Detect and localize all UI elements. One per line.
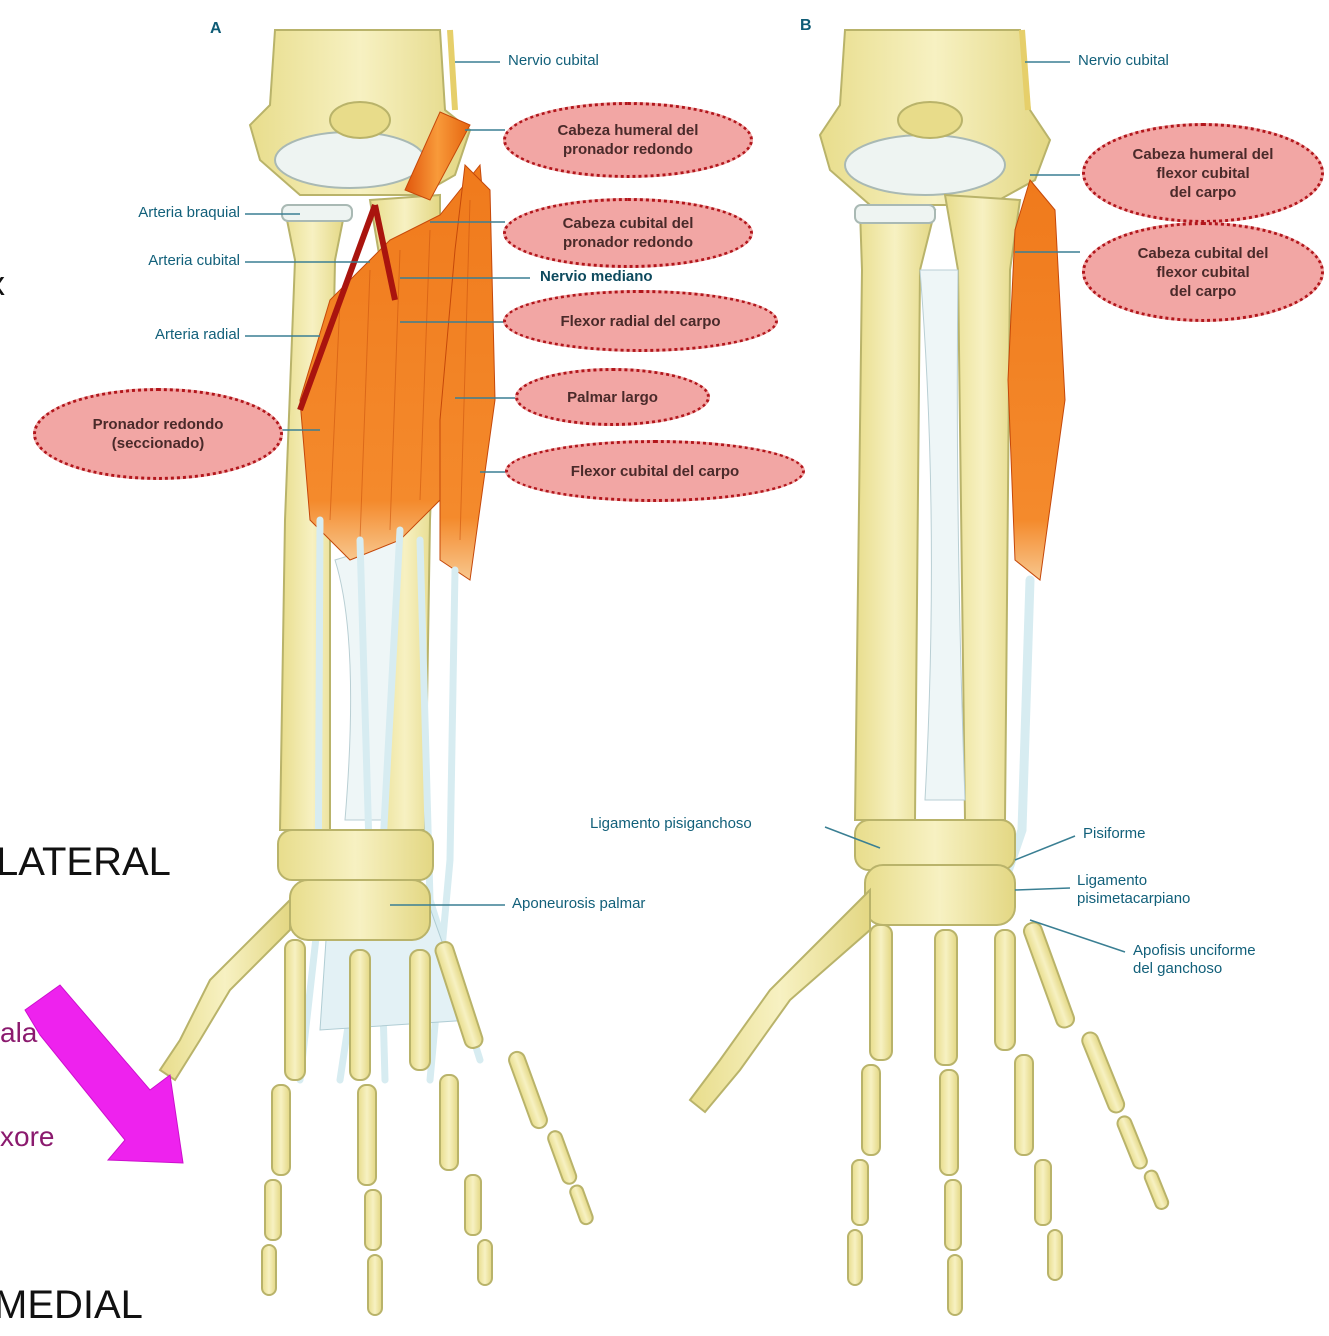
label-aponeurosis-palmar: Aponeurosis palmar <box>512 895 646 912</box>
oval-flexor-cubital-carpo: Flexor cubital del carpo <box>505 440 805 502</box>
oval-cabeza-cubital-pronador: Cabeza cubital del pronador redondo <box>503 198 753 268</box>
oval-cabeza-cubital-flexor-cubital: Cabeza cubital del flexor cubital del ca… <box>1082 222 1324 322</box>
label-arteria-radial: Arteria radial <box>154 326 240 343</box>
label-nervio-cubital-b: Nervio cubital <box>1078 52 1169 69</box>
label-nervio-mediano: Nervio mediano <box>540 268 653 285</box>
label-ligamento-pisiganchoso: Ligamento pisiganchoso <box>590 815 752 832</box>
hand-bones-a <box>158 829 594 1316</box>
ulnar-artery-a <box>372 204 398 301</box>
oval-cabeza-humeral-pronador: Cabeza humeral del pronador redondo <box>503 102 753 178</box>
radial-artery-a <box>297 203 378 412</box>
hand-bones-b <box>688 819 1170 1316</box>
ulnar-nerve-b <box>1019 29 1031 111</box>
panel-label-b: B <box>800 17 812 34</box>
leader-lines <box>245 61 1126 953</box>
epicondyle-a <box>329 101 391 139</box>
oval-cabeza-humeral-flexor-cubital: Cabeza humeral del flexor cubital del ca… <box>1082 123 1324 223</box>
cropped-word-xore: xore <box>0 1121 55 1152</box>
panel-label-a: A <box>210 20 222 37</box>
muscle-fibers-a <box>329 199 471 541</box>
panel-b-drawing <box>688 29 1170 1316</box>
oval-palmar-largo: Palmar largo <box>515 368 710 426</box>
label-apofisis-unciforme: Apofisis unciforme del ganchoso <box>1133 942 1256 977</box>
medial-label: MEDIAL <box>0 1283 143 1327</box>
panel-a-drawing <box>158 29 594 1316</box>
interosseous-membrane-b <box>919 269 966 801</box>
cropped-word-ala: ala <box>0 1017 38 1048</box>
label-nervio-cubital-a: Nervio cubital <box>508 52 599 69</box>
oval-pronador-seccionado: Pronador redondo (seccionado) <box>33 388 283 480</box>
epicondyle-b <box>897 101 963 139</box>
trochlea-b <box>844 134 1006 196</box>
direction-arrow <box>24 984 184 1164</box>
label-arteria-cubital: Arteria cubital <box>148 252 240 269</box>
label-arteria-braquial: Arteria braquial <box>138 204 240 221</box>
ulnar-nerve-a <box>447 29 458 111</box>
radial-head-a <box>281 204 353 222</box>
lateral-label: LATERAL <box>0 840 171 884</box>
label-ligamento-pisimetacarpiano: Ligamento pisimetacarpiano <box>1077 872 1191 907</box>
oval-flexor-radial-carpo: Flexor radial del carpo <box>503 290 778 352</box>
trochlea-a <box>274 131 426 189</box>
radial-head-b <box>854 204 936 224</box>
flexor-carpi-ulnaris-b <box>1007 178 1066 581</box>
label-pisiforme: Pisiforme <box>1083 825 1146 842</box>
cropped-letter: x <box>0 262 5 306</box>
pronator-teres-humeral-head-a <box>404 111 471 201</box>
